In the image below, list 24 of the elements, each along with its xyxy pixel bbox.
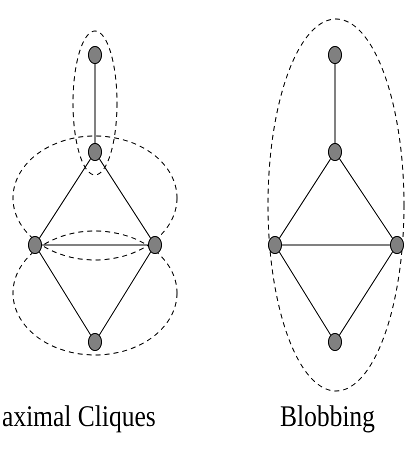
vertex-circle (268, 236, 282, 254)
vertex-circle (88, 46, 102, 64)
vertex-circle (88, 333, 102, 351)
vertex-circle (148, 236, 162, 254)
vertex-circle (390, 236, 404, 254)
edge-line (98, 252, 152, 336)
edge-line (278, 252, 332, 336)
edge-line (282, 244, 390, 246)
vertex-circle (88, 143, 102, 161)
caption-text: Blobbing (280, 400, 375, 434)
vertex-circle (328, 333, 342, 351)
edge-line (38, 158, 92, 239)
vertex-circle (328, 143, 342, 161)
caption-text: aximal Cliques (2, 400, 156, 434)
vertex-circle (28, 236, 42, 254)
edge-line (94, 64, 96, 144)
edge-line (338, 251, 394, 336)
edge-line (278, 158, 332, 239)
edge-line (339, 158, 393, 239)
edge-line (38, 252, 92, 336)
edge-line (98, 158, 152, 239)
edge-line (334, 64, 336, 144)
vertex-circle (328, 46, 342, 64)
edge-line (42, 244, 148, 246)
